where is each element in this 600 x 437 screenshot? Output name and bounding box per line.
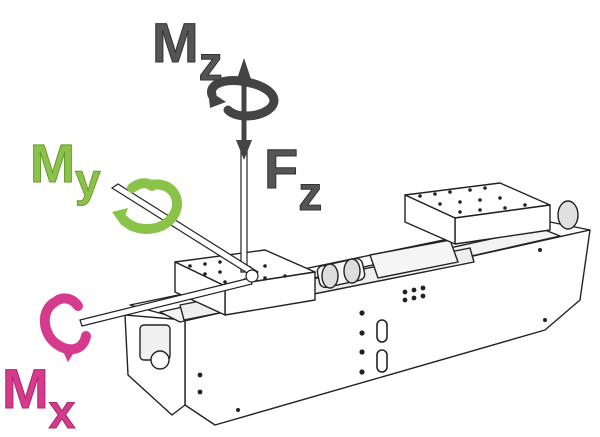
z-axis-rod: [240, 149, 248, 273]
motor-end: [557, 200, 579, 230]
front-face-slots: [376, 319, 388, 373]
x-axis-rod: [79, 277, 253, 327]
svg-text:My: My: [30, 134, 101, 206]
label-mx-sub: x: [49, 386, 76, 437]
mx-rotation: [39, 293, 91, 362]
mz-rotation-icon: [207, 76, 279, 121]
coupling-ring: [321, 263, 339, 289]
end-plate-bore: [150, 350, 170, 370]
y-axis-rod: [110, 183, 260, 277]
mx-rotation-top: [53, 293, 83, 311]
label-mx: Mx: [2, 357, 77, 437]
origin-point: [245, 269, 259, 283]
mz-arrow: [207, 58, 279, 160]
label-fz-sub: z: [298, 168, 322, 221]
svg-text:Mx: Mx: [2, 357, 76, 437]
fz-arrow-head: [236, 140, 252, 160]
label-fz: Fz: [264, 137, 323, 222]
axis-lines: [79, 149, 260, 327]
my-rotation-arrowhead: [112, 208, 128, 226]
my-rotation-top: [127, 178, 157, 193]
mz-rotation-arrowhead: [208, 90, 226, 108]
label-mz-main: M: [152, 11, 199, 74]
label-my-main: M: [30, 134, 75, 194]
mz-arrow-head: [236, 58, 252, 82]
my-rotation: [112, 178, 183, 234]
label-mz-sub: z: [199, 38, 223, 91]
label-fz-main: F: [264, 137, 298, 200]
label-mz: Mz: [152, 11, 224, 92]
mx-rotation-arrowhead: [60, 345, 78, 362]
label-my: My: [30, 134, 102, 207]
my-rotation-icon: [119, 179, 183, 234]
motor-housing: [369, 239, 459, 279]
linear-stage-body: [124, 182, 591, 426]
mx-rotation-icon: [39, 297, 91, 355]
svg-text:Fz: Fz: [264, 137, 322, 221]
svg-text:Mz: Mz: [152, 11, 223, 91]
label-my-sub: y: [75, 154, 101, 206]
front-face-holes: [197, 248, 547, 412]
label-mx-main: M: [2, 357, 49, 420]
right-carriage-end: [404, 194, 456, 245]
coupling-ring-2: [343, 258, 361, 284]
left-carriage-end: [174, 261, 226, 316]
